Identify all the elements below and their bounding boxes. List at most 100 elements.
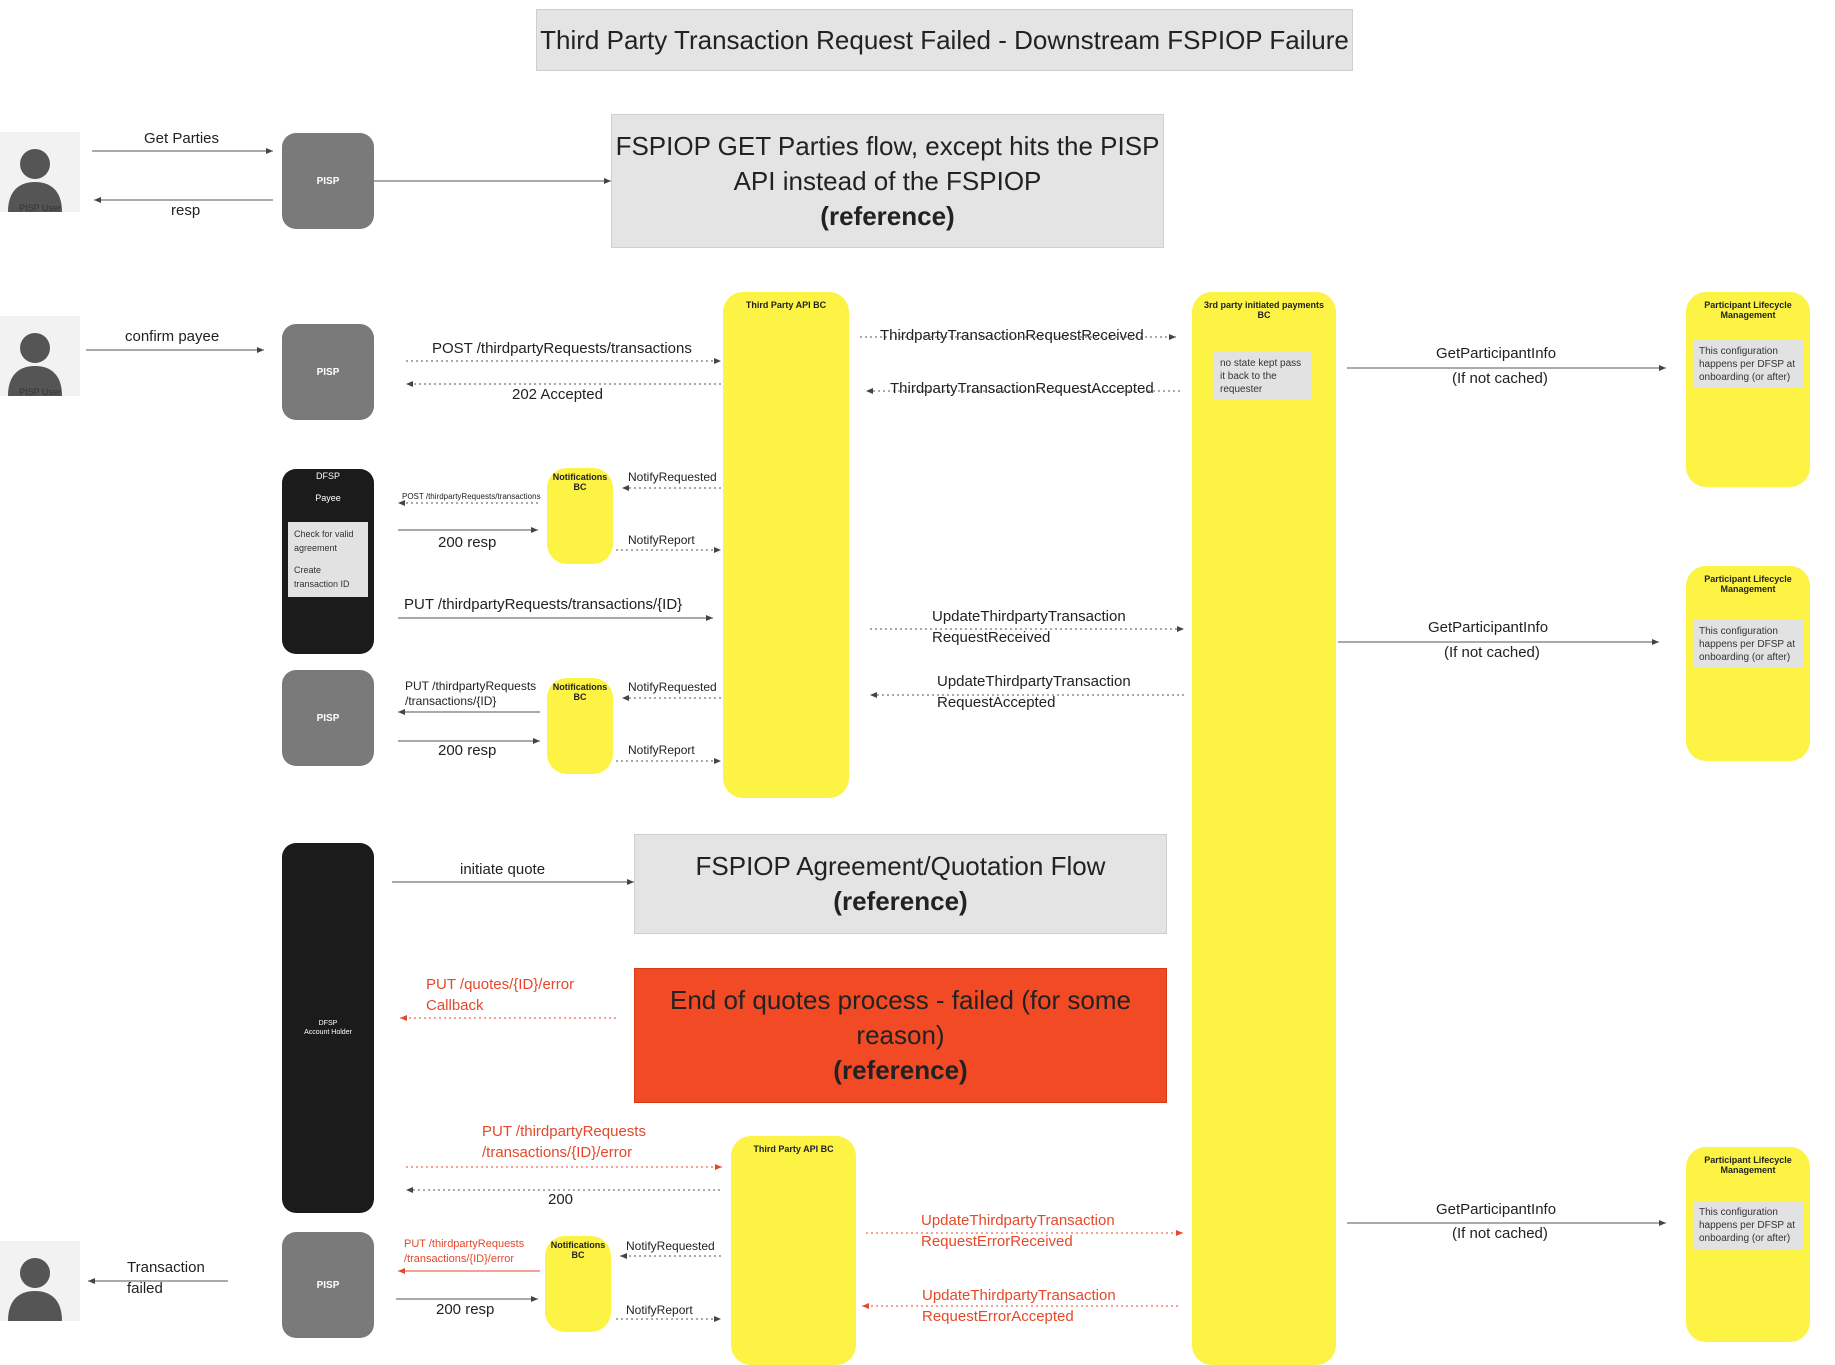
dfsp-label: DFSP [315, 471, 340, 481]
label-get-parties: Get Parties [144, 130, 220, 147]
diagram-title-text: Third Party Transaction Request Failed -… [540, 24, 1349, 55]
pisp-user-1: PISP User [0, 132, 80, 213]
diagram-title: Third Party Transaction Request Failed -… [536, 9, 1353, 71]
note-payee-steps: Check for valid agreement Create transac… [288, 522, 368, 597]
participant-lifecycle-label: Participant Lifecycle Management [1704, 1155, 1792, 1175]
ref-get-parties-flow: FSPIOP GET Parties flow, except hits the… [611, 114, 1164, 248]
label-get-participant-info-1: GetParticipantInfo [1436, 345, 1557, 362]
dfsp-account-holder-node: DFSP Account Holder [282, 843, 374, 1213]
update-received-line1: UpdateThirdpartyTransaction [932, 608, 1126, 625]
person-icon [0, 316, 80, 396]
payee-label: Payee [315, 493, 341, 503]
participant-lifecycle-1: Participant Lifecycle Management [1686, 292, 1810, 487]
put-tp-error-line1: PUT /thirdpartyRequests [482, 1123, 646, 1140]
label-if-not-cached-2: (If not cached) [1444, 644, 1540, 661]
participant-lifecycle-label: Participant Lifecycle Management [1704, 574, 1792, 594]
update-accepted-line1: UpdateThirdpartyTransaction [937, 673, 1131, 690]
pisp-user-2: PISP User [0, 316, 80, 397]
note-configuration-2: This configuration happens per DFSP at o… [1693, 620, 1803, 668]
ref-get-parties-line1: FSPIOP GET Parties flow, except hits the… [615, 130, 1160, 161]
label-notify-requested-3: NotifyRequested [626, 1239, 715, 1253]
label-update-error-accepted: UpdateThirdpartyTransaction RequestError… [922, 1285, 1116, 1327]
label-202-accepted: 202 Accepted [512, 386, 603, 403]
reference-text: (reference) [833, 886, 968, 916]
label-notify-report-1: NotifyReport [628, 533, 695, 547]
third-party-payments-bc: 3rd party initiated payments BC [1192, 292, 1336, 1365]
pisp-node-2: PISP [282, 324, 374, 420]
transaction-failed-line2: failed [127, 1280, 163, 1297]
third-party-api-bc-label: Third Party API BC [745, 300, 827, 310]
label-put-tp-transactions-id: PUT /thirdpartyRequests/transactions/{ID… [404, 596, 683, 613]
pisp-node-label: PISP [316, 1279, 340, 1291]
end-quotes-reference: (reference) [833, 1053, 967, 1088]
end-quotes-line1: End of quotes process - failed (for some [669, 985, 1131, 1015]
reference-text: (reference) [820, 200, 955, 231]
put-tp-error-small-line1: PUT /thirdpartyRequests [404, 1238, 525, 1250]
label-put-tp-error-small: PUT /thirdpartyRequests /transactions/{I… [404, 1237, 524, 1267]
pisp-node-label: PISP [316, 366, 340, 378]
third-party-api-bc-1: Third Party API BC [723, 292, 849, 798]
ref-agreement-quotation-flow: FSPIOP Agreement/Quotation Flow (referen… [634, 834, 1167, 934]
ref-end-of-quotes-failed: End of quotes process - failed (for some… [634, 968, 1167, 1103]
pisp-node-label: PISP [316, 175, 340, 187]
dfsp-account-holder-line1: DFSP [318, 1020, 338, 1027]
note-no-state: no state kept pass it back to the reques… [1214, 352, 1312, 400]
person-icon [0, 132, 80, 212]
label-put-tp-requests: PUT /thirdpartyRequests /transactions/{I… [405, 679, 536, 709]
update-error-accepted-line2: RequestErrorAccepted [922, 1308, 1074, 1325]
label-update-received: UpdateThirdpartyTransaction RequestRecei… [932, 606, 1126, 648]
update-received-line2: RequestReceived [932, 629, 1051, 646]
label-put-quotes-error: PUT /quotes/{ID}/error Callback [426, 974, 574, 1016]
ref-get-parties-reference: (reference) [820, 199, 954, 234]
notifications-bc-label: Notifications BC [550, 1240, 606, 1260]
label-200: 200 [548, 1191, 574, 1208]
put-quotes-error-line1: PUT /quotes/{ID}/error [426, 976, 575, 993]
end-quotes-line2: reason) [856, 1020, 945, 1050]
notifications-bc-label: Notifications BC [552, 472, 608, 492]
label-if-not-cached-1: (If not cached) [1452, 370, 1548, 387]
third-party-api-bc-2: Third Party API BC [731, 1136, 856, 1365]
notifications-bc-2: Notifications BC [547, 678, 613, 774]
pisp-node-1: PISP [282, 133, 374, 229]
label-tp-request-accepted: ThirdpartyTransactionRequestAccepted [890, 380, 1154, 397]
note-check-agreement: Check for valid agreement [294, 529, 354, 553]
label-get-participant-info-3: GetParticipantInfo [1436, 1201, 1557, 1218]
label-if-not-cached-3: (If not cached) [1452, 1225, 1548, 1242]
label-confirm-payee: confirm payee [125, 328, 220, 345]
dfsp-account-holder-line2: Account Holder [304, 1029, 352, 1036]
label-200-resp-3: 200 resp [436, 1301, 495, 1318]
pisp-node-label: PISP [316, 712, 340, 724]
label-notify-requested-2: NotifyRequested [628, 680, 717, 694]
label-notify-report-2: NotifyReport [628, 743, 695, 757]
notifications-bc-3: Notifications BC [545, 1236, 611, 1332]
update-error-accepted-line1: UpdateThirdpartyTransaction [922, 1287, 1116, 1304]
put-tp-error-line2: /transactions/{ID}/error [482, 1144, 633, 1161]
label-update-accepted: UpdateThirdpartyTransaction RequestAccep… [937, 671, 1131, 713]
pisp-user-caption: PISP User [19, 387, 61, 397]
put-quotes-error-line2: Callback [426, 997, 484, 1014]
label-transaction-failed: Transaction failed [127, 1257, 205, 1299]
label-post-tp-transactions: POST /thirdpartyRequests/transactions [432, 340, 692, 357]
put-tp-requests-line1: PUT /thirdpartyRequests [405, 679, 537, 693]
ref-get-parties-line2: API instead of the FSPIOP [733, 165, 1042, 196]
ref-agreement-reference: (reference) [833, 884, 967, 919]
update-error-received-line1: UpdateThirdpartyTransaction [921, 1212, 1115, 1229]
label-initiate-quote: initiate quote [460, 861, 546, 878]
pisp-user-caption: PISP User [19, 203, 61, 213]
note-configuration-3: This configuration happens per DFSP at o… [1693, 1201, 1803, 1249]
put-tp-requests-line2: /transactions/{ID} [405, 694, 497, 708]
update-error-received-line2: RequestErrorReceived [921, 1233, 1073, 1250]
label-notify-report-3: NotifyReport [626, 1303, 693, 1317]
label-resp: resp [171, 202, 201, 219]
participant-lifecycle-label: Participant Lifecycle Management [1704, 300, 1792, 320]
put-tp-error-small-line2: /transactions/{ID}/error [404, 1253, 515, 1265]
label-post-tp-small: POST /thirdpartyRequests/transactions [402, 492, 541, 501]
ref-agreement-line1: FSPIOP Agreement/Quotation Flow [695, 851, 1106, 881]
third-party-payments-bc-label: 3rd party initiated payments BC [1203, 300, 1325, 320]
notifications-bc-1: Notifications BC [547, 468, 613, 564]
label-200-resp-1: 200 resp [438, 534, 497, 551]
note-configuration-1: This configuration happens per DFSP at o… [1693, 340, 1803, 388]
pisp-node-4: PISP [282, 1232, 374, 1338]
update-accepted-line2: RequestAccepted [937, 694, 1056, 711]
pisp-user-3 [0, 1241, 80, 1326]
